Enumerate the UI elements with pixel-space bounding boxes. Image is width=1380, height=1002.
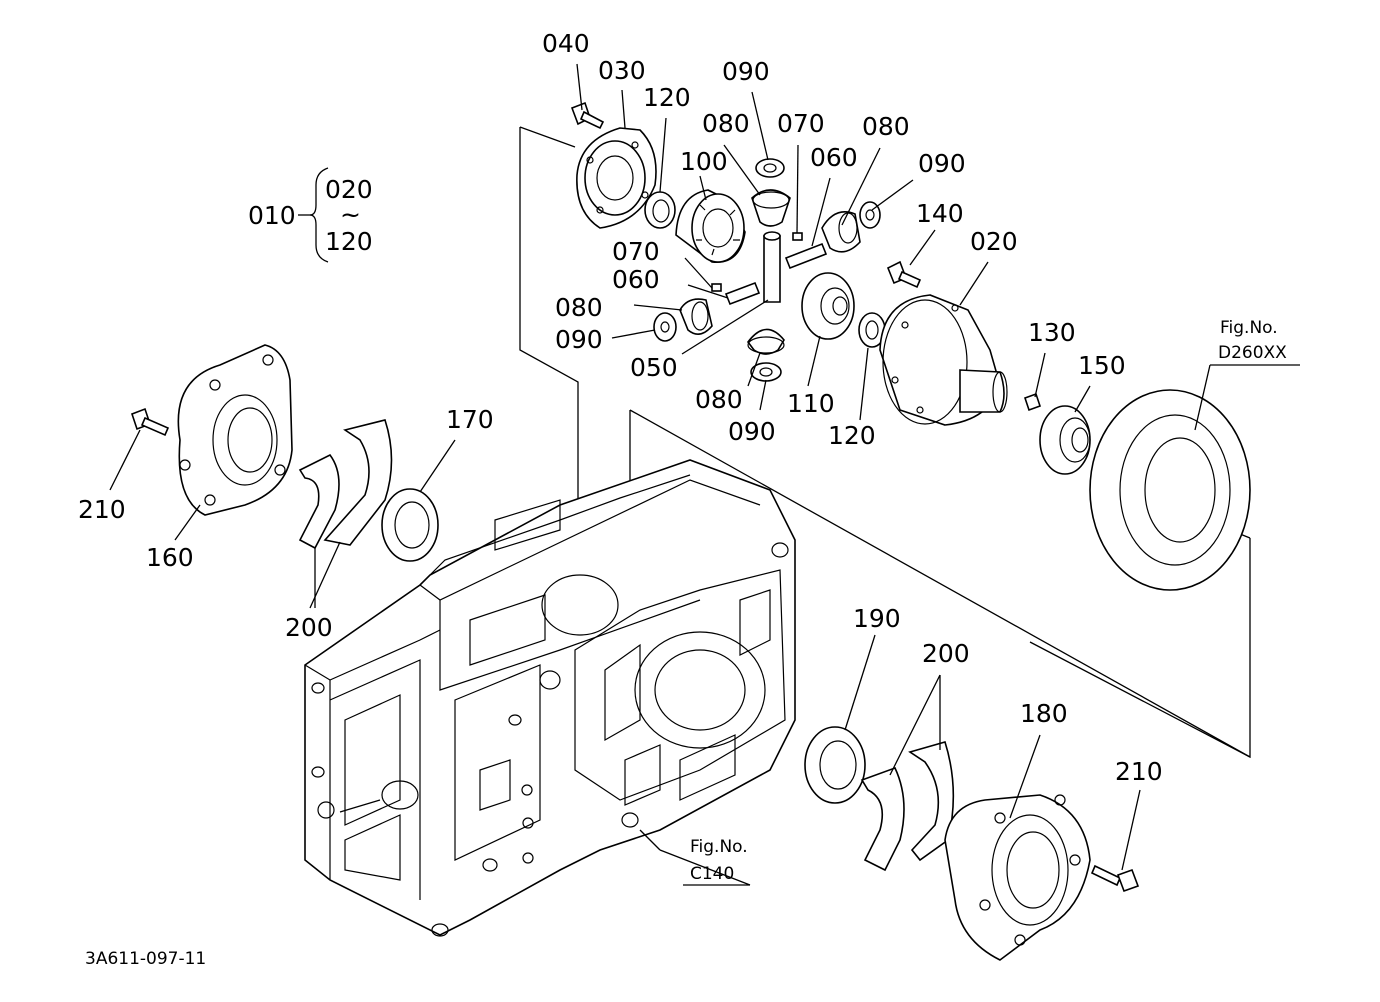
- drawing-code: 3A611-097-11: [85, 949, 206, 969]
- seal-190: [804, 726, 866, 804]
- label-080: 080: [695, 385, 743, 414]
- cover-030: [576, 127, 657, 229]
- diff-case-020: [879, 294, 1008, 426]
- washer-120-bottom: [858, 312, 886, 348]
- label-150: 150: [1078, 351, 1126, 380]
- label-160: 160: [146, 543, 194, 572]
- part-labels: 040 030 120 090 080 070 080 100 060 090 …: [78, 29, 1287, 969]
- bolt-040: [570, 101, 605, 130]
- label-070: 070: [612, 237, 660, 266]
- label-210: 210: [78, 495, 126, 524]
- label-170: 170: [446, 405, 494, 434]
- label-200: 200: [285, 613, 333, 642]
- shaft-060-right: [784, 242, 828, 270]
- label-080: 080: [555, 293, 603, 322]
- seal-170: [381, 488, 439, 562]
- washer-120-top: [644, 191, 676, 229]
- label-140: 140: [916, 199, 964, 228]
- flange-160: [177, 344, 293, 516]
- label-030: 030: [598, 56, 646, 85]
- label-210: 210: [1115, 757, 1163, 786]
- flange-180: [944, 794, 1091, 961]
- label-040: 040: [542, 29, 590, 58]
- bearing-150: [1039, 405, 1091, 475]
- assembly-range-start: 020: [325, 175, 373, 204]
- leader-lines: [109, 63, 1300, 886]
- label-080: 080: [862, 112, 910, 141]
- bolt-210-right: [1090, 864, 1140, 893]
- pinion-080-bottom: [746, 328, 785, 355]
- washer-090-left: [653, 312, 677, 342]
- washer-090-top: [755, 158, 785, 178]
- assembly-range-end: 120: [325, 227, 373, 256]
- bolt-130: [1023, 392, 1042, 412]
- shaft-060-left: [724, 281, 761, 306]
- label-090: 090: [918, 149, 966, 178]
- assembly-range-sep: ~: [340, 200, 361, 229]
- label-060: 060: [612, 265, 660, 294]
- pinion-080-top: [751, 189, 791, 227]
- label-060: 060: [810, 143, 858, 172]
- shims-200-left: [298, 419, 393, 550]
- fig-ref-c140-line2: C140: [690, 864, 734, 884]
- label-050: 050: [630, 353, 678, 382]
- label-120: 120: [643, 83, 691, 112]
- label-190: 190: [853, 604, 901, 633]
- pin-070-top: [792, 232, 803, 241]
- label-100: 100: [680, 147, 728, 176]
- pinion-080-right: [821, 211, 861, 253]
- side-gear-100: [675, 189, 746, 263]
- fig-ref-d260-line1: Fig.No.: [1220, 318, 1278, 338]
- bolt-210-left: [130, 407, 170, 437]
- differential-parts: [570, 101, 1251, 591]
- label-110: 110: [787, 389, 835, 418]
- label-070: 070: [777, 109, 825, 138]
- left-bearing-group: [130, 344, 439, 562]
- label-020: 020: [970, 227, 1018, 256]
- label-090: 090: [722, 57, 770, 86]
- fig-ref-c140-line1: Fig.No.: [690, 837, 748, 857]
- label-080: 080: [702, 109, 750, 138]
- transmission-case: [304, 459, 796, 937]
- pinion-080-left: [679, 298, 713, 335]
- fig-ref-d260-line2: D260XX: [1218, 343, 1287, 363]
- shims-200-right: [860, 741, 955, 872]
- right-bearing-group: [804, 726, 1140, 961]
- label-200: 200: [922, 639, 970, 668]
- ring-gear: [1089, 389, 1251, 591]
- pin-070-left: [711, 283, 722, 292]
- assembly-label: 010: [248, 201, 296, 230]
- side-gear-110: [801, 272, 855, 340]
- reference-lines: [519, 126, 1251, 759]
- bolt-140: [886, 260, 922, 289]
- label-180: 180: [1020, 699, 1068, 728]
- label-090: 090: [728, 417, 776, 446]
- label-120: 120: [828, 421, 876, 450]
- shaft-050: [763, 231, 781, 303]
- label-090: 090: [555, 325, 603, 354]
- label-130: 130: [1028, 318, 1076, 347]
